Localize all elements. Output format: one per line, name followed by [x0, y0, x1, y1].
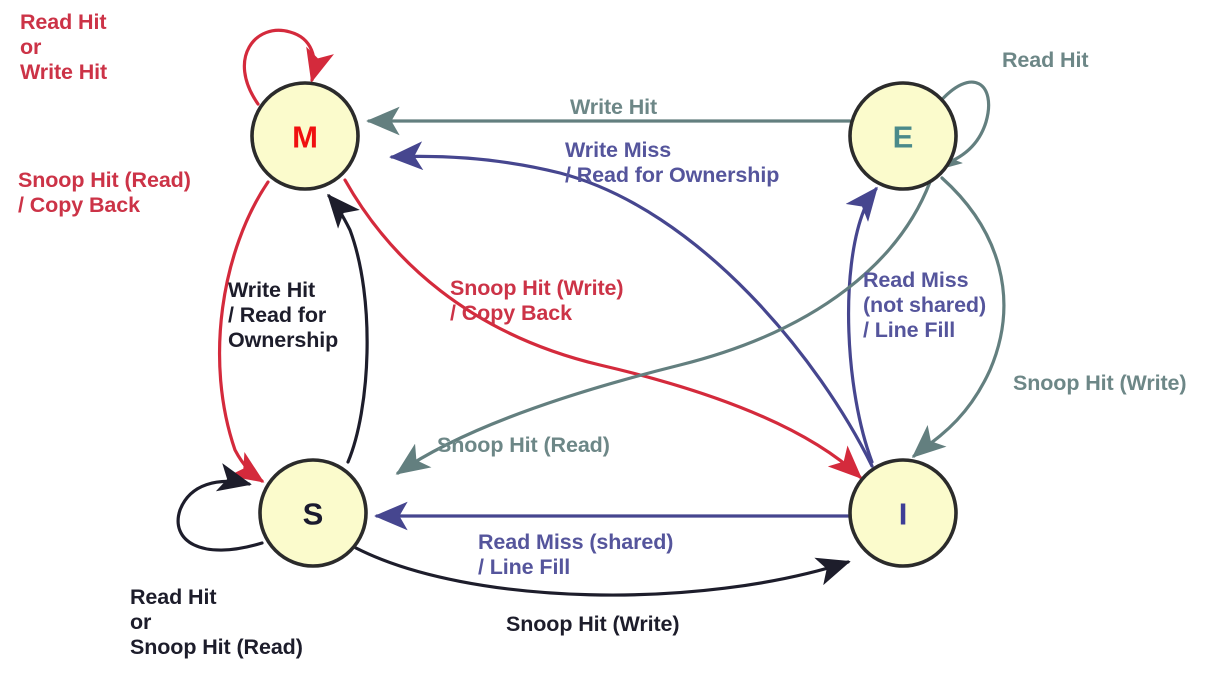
edge-s-self-loop	[176, 463, 264, 552]
edge-s-to-i-snoop-write	[354, 546, 851, 597]
edge-label-e-to-m-write-hit: Write Hit	[570, 95, 658, 119]
edge-label-e-to-i-snoop-write: Snoop Hit (Write)	[1013, 371, 1187, 395]
edge-e-to-s-snoop-read	[395, 180, 932, 475]
edge-label-m-to-s-snoop-read: Snoop Hit (Read) / Copy Back	[18, 168, 191, 217]
edge-label-m-to-i-snoop-write: Snoop Hit (Write) / Copy Back	[450, 276, 624, 325]
edge-label-s-to-i-snoop-write: Snoop Hit (Write)	[506, 612, 680, 636]
edge-label-i-to-m-write-miss: Write Miss / Read for Ownership	[565, 138, 780, 187]
node-m-label: M	[292, 120, 318, 155]
node-i-label: I	[899, 497, 908, 532]
node-m-circle[interactable]	[250, 81, 360, 191]
node-i[interactable]: I	[848, 458, 958, 568]
edge-s-to-m-write-hit	[327, 193, 369, 464]
edge-label-m-self-loop: Read Hit or Write Hit	[20, 10, 108, 84]
node-m[interactable]: M	[250, 81, 360, 191]
edge-i-to-e-read-miss	[845, 186, 878, 464]
edge-e-to-i-snoop-write	[911, 176, 1006, 458]
edge-label-s-self-loop: Read Hit or Snoop Hit (Read)	[130, 585, 303, 659]
node-e-label: E	[893, 120, 914, 155]
node-e-circle[interactable]	[848, 81, 958, 191]
edge-label-s-to-m-write-hit: Write Hit / Read for Ownership	[228, 278, 339, 352]
node-s-circle[interactable]	[258, 458, 368, 568]
edge-label-i-to-s-read-miss: Read Miss (shared) / Line Fill	[478, 530, 674, 579]
edge-m-to-i-snoop-write	[343, 178, 863, 479]
node-s[interactable]: S	[258, 458, 368, 568]
edge-label-i-to-e-read-miss: Read Miss (not shared) / Line Fill	[863, 268, 987, 342]
edge-m-self-loop	[242, 28, 334, 106]
edge-e-self-loop	[927, 80, 991, 173]
node-s-label: S	[303, 497, 324, 532]
node-e[interactable]: E	[848, 81, 958, 191]
edge-i-to-m-write-miss	[389, 141, 874, 468]
edge-label-e-self-loop: Read Hit	[1002, 48, 1089, 72]
edge-label-e-to-s-snoop-read: Snoop Hit (Read)	[437, 433, 610, 457]
node-i-circle[interactable]	[848, 458, 958, 568]
